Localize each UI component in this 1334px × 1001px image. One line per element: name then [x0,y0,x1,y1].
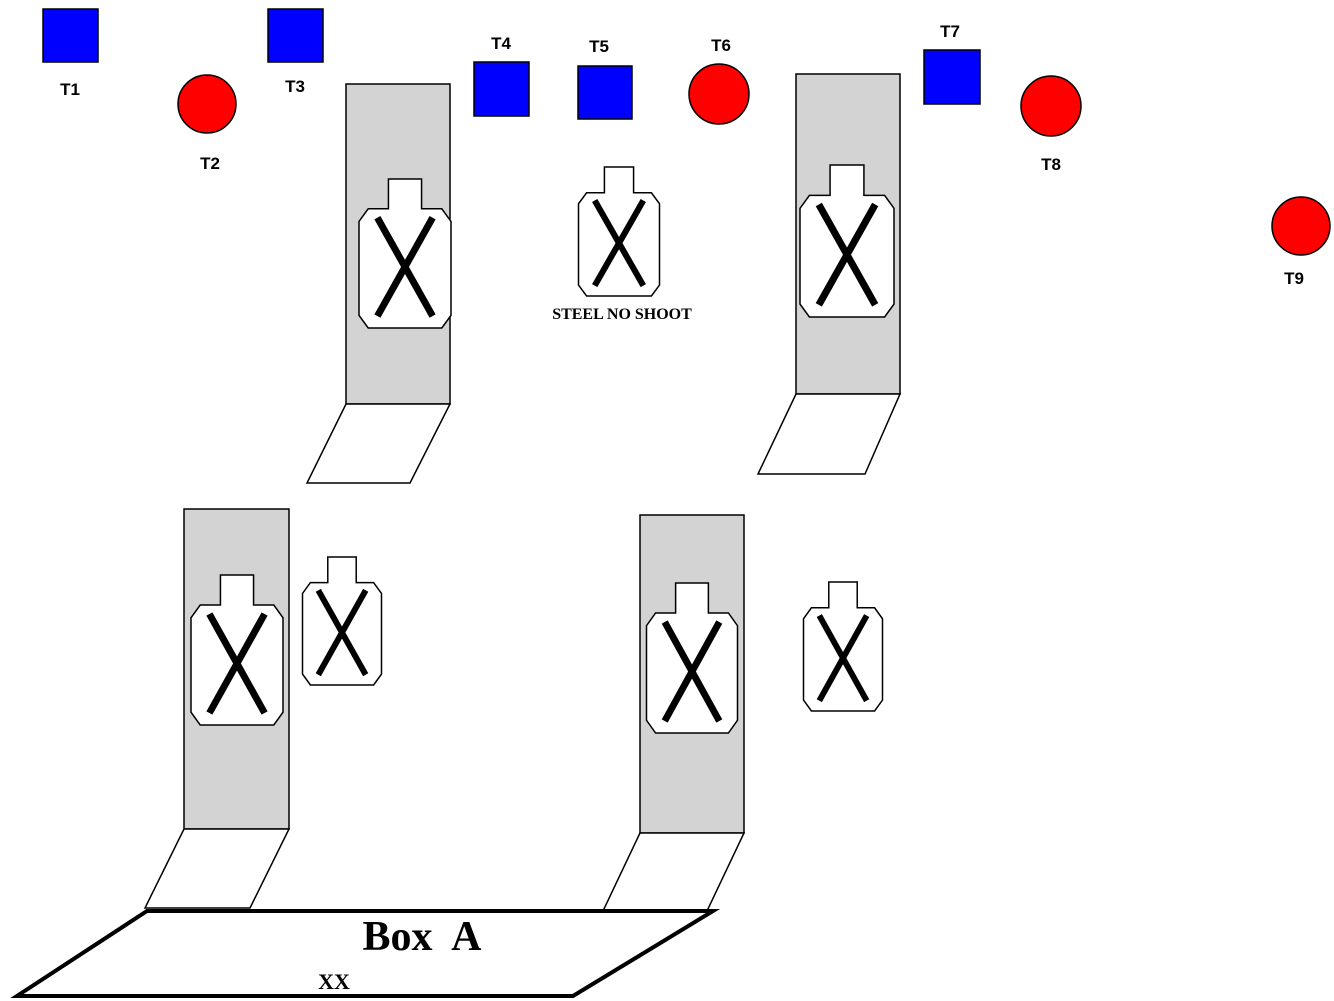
shooting-box-a: Box A XX [10,909,721,998]
plate-circle [177,74,237,134]
popper-square [473,61,530,117]
popper-square [923,49,981,105]
target-silhouette [577,166,661,297]
no-shoot-x-stroke-b [374,216,436,318]
target-silhouette [802,581,884,712]
target-label: T1 [60,80,80,99]
popper-square [577,65,633,120]
paper-target-lower-left-wall [190,574,284,726]
box-marker: XX [318,969,350,994]
paper-target-upper-left [358,178,452,329]
fault-box [143,828,291,909]
box-outline [10,909,721,998]
target-silhouette [645,582,739,734]
target-silhouette [358,178,452,329]
target-label: T5 [589,37,609,56]
plate-circle [1271,196,1331,256]
steel-target-t6: T6 [688,36,750,125]
popper-square [42,8,99,63]
no-shoot-x-stroke-b [816,614,870,703]
steel-target-t5: T5 [577,37,633,120]
no-shoot-x-stroke-b [592,199,646,288]
no-shoot-x-stroke-b [206,612,268,715]
steel-target-t8: T8 [1020,75,1082,174]
no-shoot-x-stroke-b [815,202,879,307]
no-shoot-x-stroke-b [315,588,369,677]
target-label: T6 [711,36,731,55]
target-silhouette [799,164,895,318]
fault-box [601,832,746,912]
target-label: T9 [1284,269,1304,288]
steel-target-t7: T7 [923,22,981,105]
steel-target-t3: T3 [267,8,324,96]
steel-target-t2: T2 [177,74,237,173]
box-title: Box A [362,914,482,960]
target-label: T3 [285,77,305,96]
paper-target-lower-left-open [301,556,383,686]
fault-box [305,403,452,484]
popper-square [267,8,324,63]
steel-target-t4: T4 [473,34,530,117]
steel-target-t9: T9 [1271,196,1331,288]
paper-target-lower-right-wall [645,582,739,734]
target-silhouette [301,556,383,686]
paper-target-lower-right-open [802,581,884,712]
paper-target-no-shoot-steel [577,166,661,297]
plate-circle [1020,75,1082,137]
no-shoot-x-stroke-b [661,620,723,723]
steel-target-t1: T1 [42,8,99,99]
target-label: T8 [1041,155,1061,174]
target-silhouette [190,574,284,726]
plate-circle [688,63,750,125]
paper-target-upper-right [799,164,895,318]
target-label: T2 [200,154,220,173]
fault-box [756,393,902,475]
target-label: T4 [491,34,511,53]
steel-no-shoot-label: STEEL NO SHOOT [552,306,692,323]
target-label: T7 [940,22,960,41]
